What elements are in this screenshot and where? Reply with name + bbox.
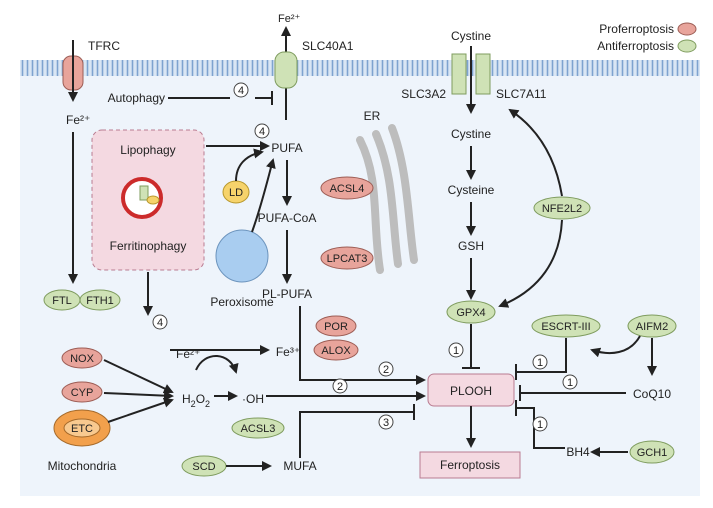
marker-1-escrt [532,354,548,370]
svg-text:GPX4: GPX4 [456,307,485,319]
coq10-label: CoQ10 [633,387,671,401]
svg-text:PLOOH: PLOOH [450,384,492,398]
oh-label: ·OH [242,392,264,406]
slc7a11-slc3a2-transporter [451,46,491,114]
escrt-node [531,314,601,338]
marker-1-bh4 [532,416,548,432]
svg-text:1: 1 [567,377,573,389]
ferritinophagy-label: Ferritinophagy [110,239,187,253]
marker-4-pufa [254,123,270,139]
gsh-label: GSH [458,239,484,253]
er-label: ER [364,109,381,123]
svg-text:FTH1: FTH1 [86,295,114,307]
svg-text:LPCAT3: LPCAT3 [327,253,368,265]
slc3a2-label: SLC3A2 [401,87,446,101]
marker-3-mufa [378,414,394,430]
legend-anti-swatch [677,39,697,53]
svg-text:4: 4 [157,317,163,329]
slc40a1-label: SLC40A1 [302,39,354,53]
cystine-top-label: Cystine [451,29,491,43]
h2o2-label: H2O2 [182,392,210,409]
marker-2-oh [332,378,348,394]
plasma-membrane [20,60,700,76]
svg-text:Ferroptosis: Ferroptosis [440,458,500,472]
legend: Proferroptosis Antiferroptosis [597,22,697,53]
etc-label: ETC [71,423,93,435]
ftl-node [43,289,81,311]
marker-2-pl [378,361,394,377]
alox-node [313,339,359,361]
nfe2l2-node [533,196,591,220]
legend-pro-label: Proferroptosis [599,22,674,36]
fe2-top-label: Fe²⁺ [278,13,301,25]
por-node [315,315,357,337]
peroxisome [215,229,269,283]
legend-pro-swatch [677,22,697,36]
tfrc-label: TFRC [88,39,120,53]
fe3-label: Fe³⁺ [276,345,300,359]
fe2-left-label: Fe²⁺ [66,113,90,127]
cyp-node [61,381,103,403]
marker-4-autophagy [233,82,249,98]
svg-text:LD: LD [229,187,243,199]
cysteine-label: Cysteine [448,183,495,197]
lipophagy-label: Lipophagy [120,143,175,157]
lpcat3-node [320,246,374,270]
acsl4-node [320,176,374,200]
svg-text:NFE2L2: NFE2L2 [542,203,582,215]
marker-1-coq10 [562,374,578,390]
svg-text:SCD: SCD [192,461,215,473]
gch1-node [629,440,675,464]
svg-text:POR: POR [324,321,348,333]
bh4-label: BH4 [566,445,590,459]
marker-1-gpx4 [448,342,464,358]
legend-anti-label: Antiferroptosis [597,39,674,53]
autophagy-label: Autophagy [108,91,165,105]
pl-pufa-label: PL-PUFA [262,287,312,301]
nox-node [61,347,103,369]
svg-text:NOX: NOX [70,353,95,365]
svg-text:1: 1 [537,357,543,369]
svg-text:3: 3 [383,417,389,429]
cystine-in-label: Cystine [451,127,491,141]
peroxisome-label: Peroxisome [210,295,274,309]
aifm2-node [627,314,677,338]
svg-text:ALOX: ALOX [321,345,351,357]
slc40a1-transporter [274,26,298,120]
mitochondria-label: Mitochondria [48,459,117,473]
marker-4-ferritin [152,314,168,330]
svg-text:1: 1 [537,419,543,431]
svg-text:AIFM2: AIFM2 [636,321,668,333]
svg-text:2: 2 [337,381,343,393]
pufa-coa-label: PUFA-CoA [258,211,317,225]
tfrc-transporter [62,40,84,102]
svg-text:4: 4 [238,85,244,97]
gpx4-node [446,300,496,324]
mufa-label: MUFA [283,459,316,473]
svg-text:ACSL4: ACSL4 [330,183,365,195]
svg-text:GCH1: GCH1 [637,447,668,459]
svg-text:1: 1 [453,345,459,357]
svg-text:2: 2 [383,364,389,376]
svg-text:ACSL3: ACSL3 [241,423,276,435]
er-shape [356,124,418,274]
slc7a11-label: SLC7A11 [496,87,547,101]
acsl3-node [231,417,285,439]
svg-text:4: 4 [259,126,265,138]
svg-text:FTL: FTL [52,295,72,307]
pufa-label: PUFA [271,141,302,155]
svg-text:CYP: CYP [71,387,94,399]
svg-text:ESCRT-III: ESCRT-III [541,321,590,333]
ferroptosis-box [419,451,521,479]
